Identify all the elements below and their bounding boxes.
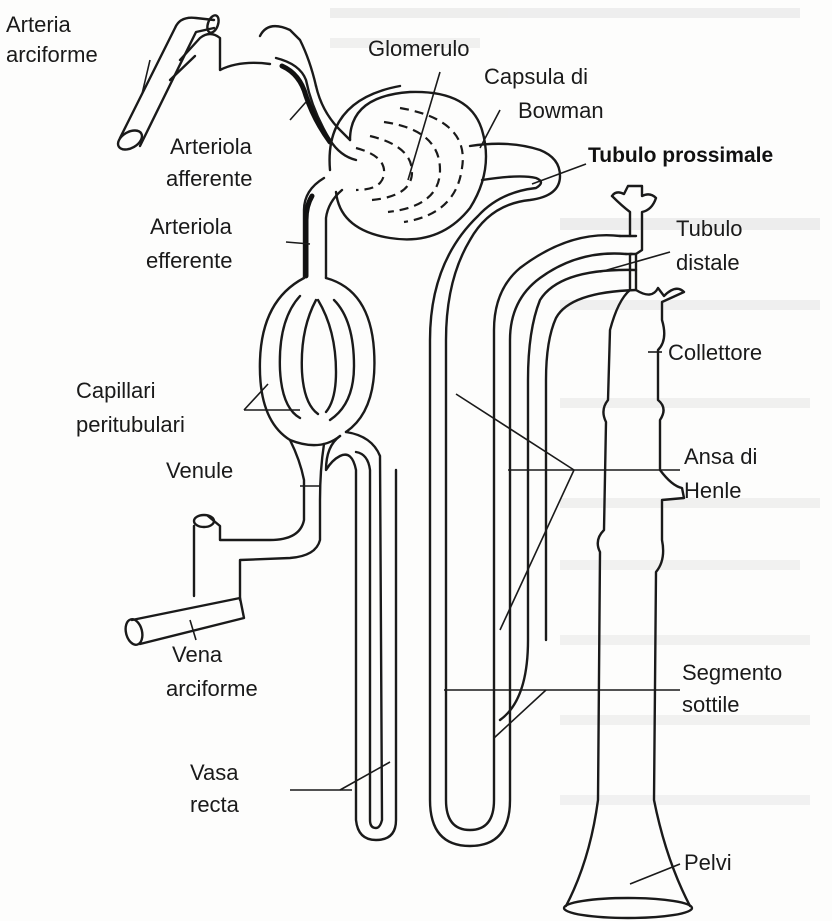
label-vasa-recta-l2: recta <box>190 792 240 817</box>
vena-arciforme-vessel <box>123 598 244 647</box>
label-venule: Venule <box>166 458 233 483</box>
arteria-arciforme-vessel <box>115 14 270 154</box>
label-capsula-l1: Capsula di <box>484 64 588 89</box>
label-vena-arciforme-l1: Vena <box>172 642 223 667</box>
glomerulo <box>356 108 463 222</box>
label-capsula-l2: Bowman <box>518 98 604 123</box>
label-glomerulo: Glomerulo <box>368 36 469 61</box>
label-arteriola-afferente-l2: afferente <box>166 166 252 191</box>
label-collettore: Collettore <box>668 340 762 365</box>
label-ansa-henle-l1: Ansa di <box>684 444 757 469</box>
labels: Arteria arciforme Glomerulo Capsula di B… <box>6 12 782 875</box>
label-vena-arciforme-l2: arciforme <box>166 676 258 701</box>
label-segmento-sottile-l1: Segmento <box>682 660 782 685</box>
label-vasa-recta-l1: Vasa <box>190 760 239 785</box>
collettore-vessel <box>564 186 692 918</box>
label-segmento-sottile-l2: sottile <box>682 692 739 717</box>
capillari-peritubulari <box>260 278 375 445</box>
label-tubulo-distale-l1: Tubulo <box>676 216 742 241</box>
label-capillari-l1: Capillari <box>76 378 155 403</box>
label-capillari-l2: peritubulari <box>76 412 185 437</box>
label-arteriola-afferente-l1: Arteriola <box>170 134 253 159</box>
label-ansa-henle-l2: Henle <box>684 478 741 503</box>
bleed-through-text <box>330 8 820 805</box>
label-pelvi: Pelvi <box>684 850 732 875</box>
label-tubulo-prossimale: Tubulo prossimale <box>588 144 773 167</box>
label-arteriola-efferente-l2: efferente <box>146 248 232 273</box>
label-arteria-arciforme-l1: Arteria <box>6 12 72 37</box>
label-tubulo-distale-l2: distale <box>676 250 740 275</box>
label-arteriola-efferente-l1: Arteriola <box>150 214 233 239</box>
label-arteria-arciforme-l2: arciforme <box>6 42 98 67</box>
